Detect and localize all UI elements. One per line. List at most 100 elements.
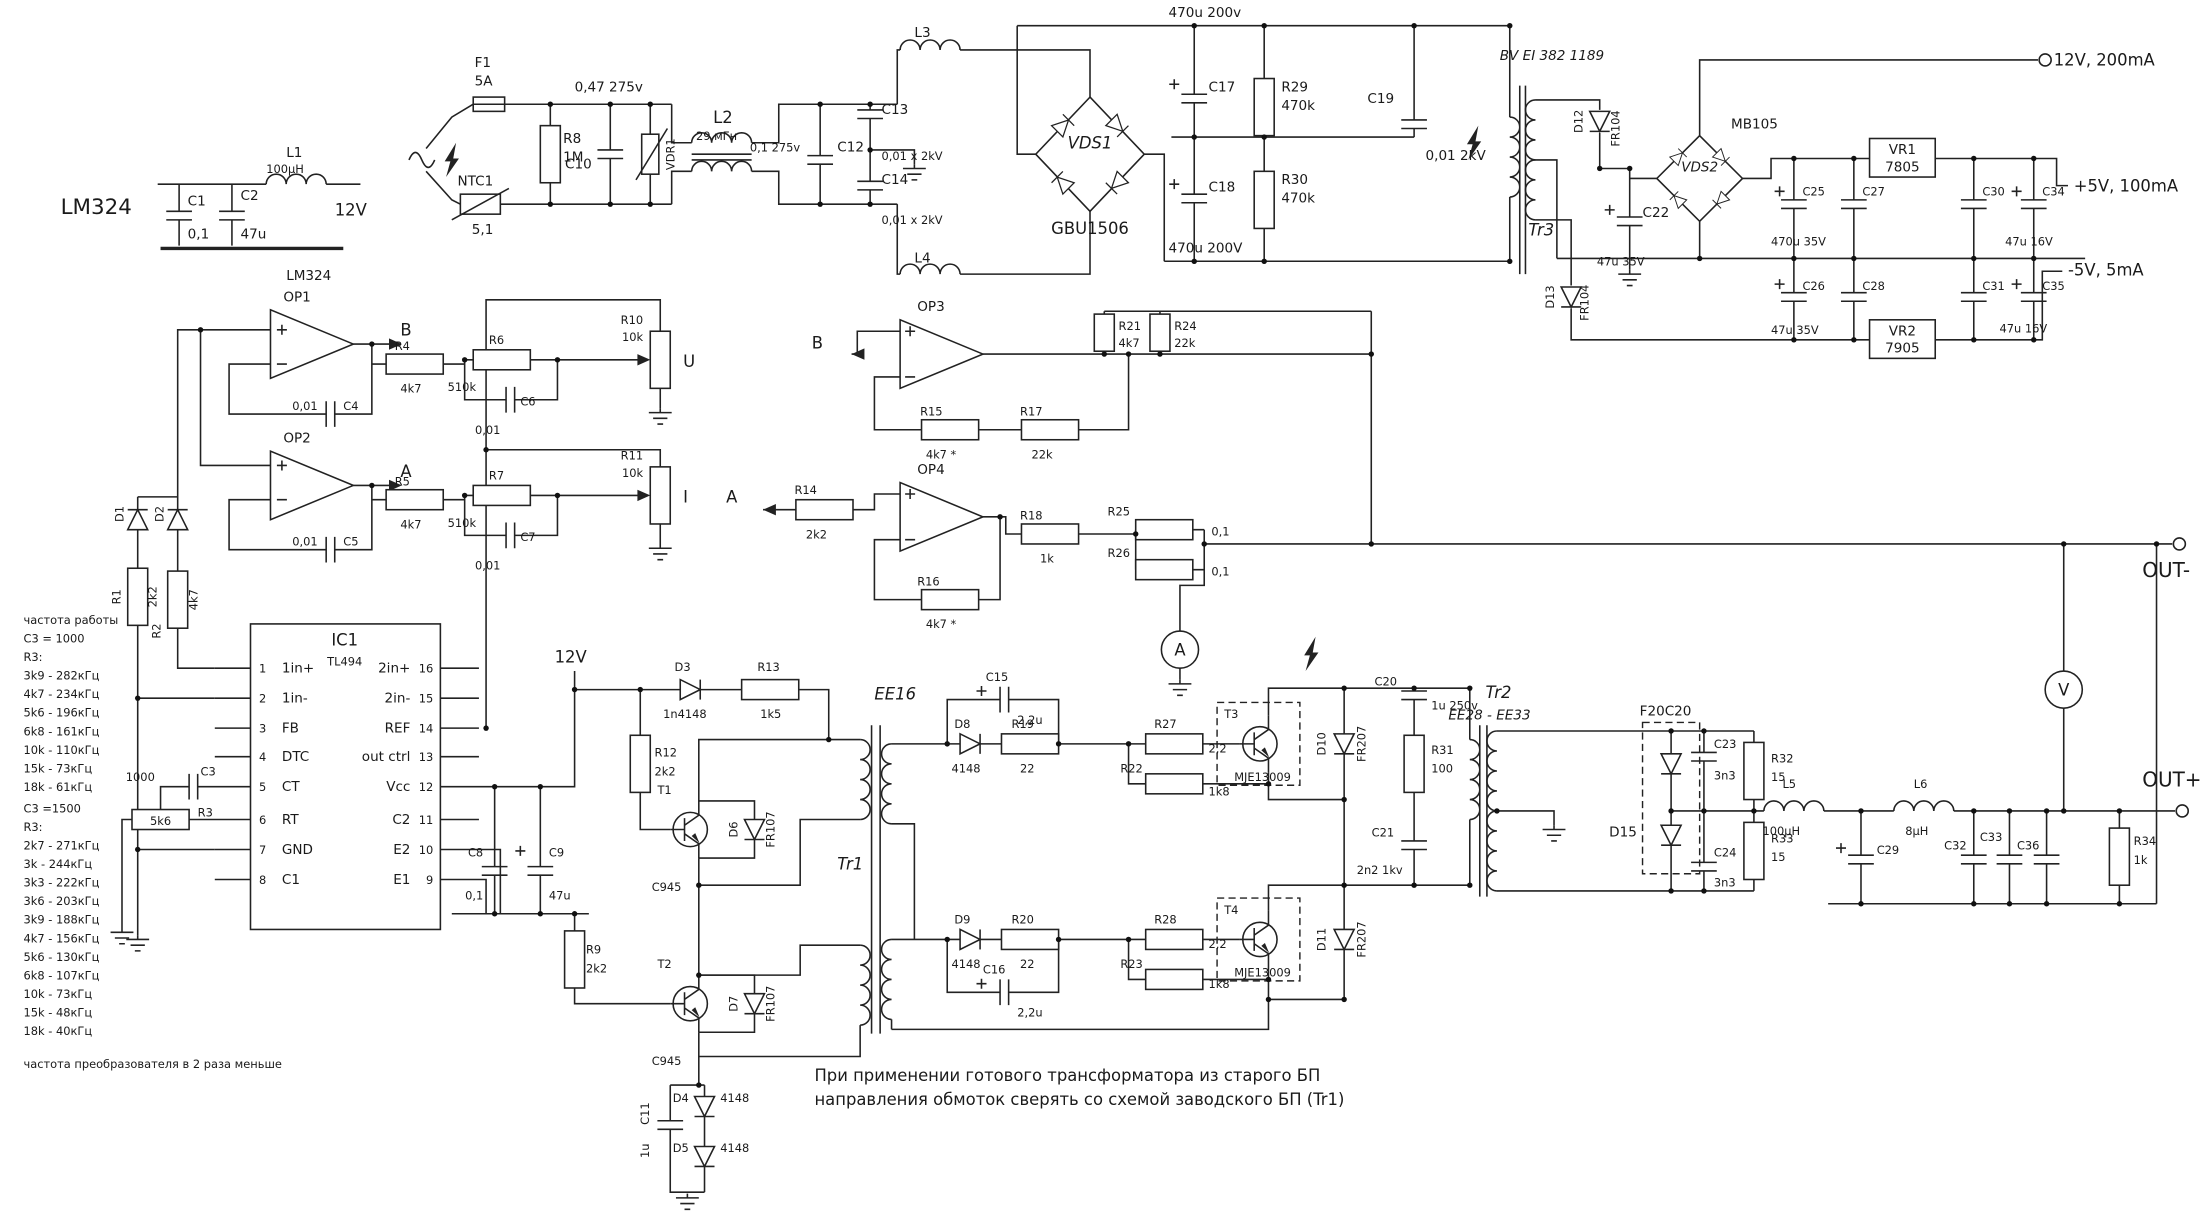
label-B-in: B xyxy=(812,333,823,352)
label-C18: C18 xyxy=(1209,179,1236,195)
junction-dot xyxy=(1858,901,1864,907)
value-C2: 47u xyxy=(241,226,267,242)
label-C21: C21 xyxy=(1372,826,1394,840)
junction-dot xyxy=(134,695,141,701)
label-R8: R8 xyxy=(563,131,581,147)
label-C32: C32 xyxy=(1944,839,1966,853)
varistor-VDR1 xyxy=(640,133,660,175)
value-D13: FR104 xyxy=(1577,285,1591,321)
value-C22: 47u 35V xyxy=(1597,255,1645,269)
value-C4: 0,01 xyxy=(292,399,317,413)
resistor-R6 xyxy=(472,349,532,371)
value-C1: 0,1 xyxy=(188,226,210,242)
freq-line: 10k - 110кГц xyxy=(23,743,99,757)
resistor-R20 xyxy=(1000,928,1060,951)
junction-dot xyxy=(1265,996,1272,1003)
pin-number: 11 xyxy=(419,813,434,827)
junction-dot xyxy=(197,327,204,333)
resistor-R2 xyxy=(166,570,189,629)
value-F1: 5A xyxy=(475,74,494,90)
value-T1: C945 xyxy=(652,880,682,894)
pin-number: 12 xyxy=(419,780,434,794)
label-C12: C12 xyxy=(837,139,864,155)
junction-dot xyxy=(537,911,544,917)
label-A-out: A xyxy=(400,462,412,481)
freq-line: 18k - 40кГц xyxy=(23,1024,92,1038)
value-T2: C945 xyxy=(652,1054,682,1068)
label-R7: R7 xyxy=(489,469,504,483)
value-R3: 5k6 xyxy=(150,814,171,828)
freq-c3b: C3 =1500 xyxy=(23,801,80,815)
resistor-R17 xyxy=(1020,418,1080,441)
label-D1: D1 xyxy=(112,506,126,522)
junction-dot xyxy=(134,846,141,853)
resistor-R7 xyxy=(472,484,532,507)
value-R4: 4k7 xyxy=(400,382,421,396)
wires-lm324-filter xyxy=(157,183,361,246)
value-VR1: 7805 xyxy=(1885,159,1919,175)
junction-dot xyxy=(2031,155,2037,162)
wires-ic1 xyxy=(121,667,576,929)
label-C34: C34 xyxy=(2042,185,2064,199)
value-R15: 4k7 * xyxy=(926,447,957,461)
junction-dot xyxy=(826,736,832,743)
resistor-R5 xyxy=(385,488,445,511)
wires-converter xyxy=(698,687,1470,1058)
junction-dot xyxy=(2116,901,2123,907)
pin-name: 2in+ xyxy=(378,660,410,676)
label-C35: C35 xyxy=(2042,279,2064,293)
label-Tr3: Tr3 xyxy=(1528,221,1554,240)
junction-dot xyxy=(1411,882,1417,888)
junction-dot xyxy=(1341,996,1347,1003)
pin-name: out ctrl xyxy=(362,749,411,765)
junction-dot xyxy=(1851,155,1857,162)
junction-dot xyxy=(1971,155,1977,162)
value-C5: 0,01 xyxy=(292,534,317,548)
value-R22: 1k8 xyxy=(1209,784,1230,798)
outline-F20C20 xyxy=(1641,721,1701,875)
label-lm324-amp: LM324 xyxy=(286,268,331,284)
value-C10: 0,47 275v xyxy=(575,79,643,95)
junction-dot xyxy=(1191,22,1197,29)
label-R30: R30 xyxy=(1281,172,1308,188)
pin-number: 5 xyxy=(259,780,266,794)
value-T3: MJE13009 xyxy=(1234,770,1291,784)
label-C13: C13 xyxy=(882,102,909,118)
junction-dot xyxy=(1971,337,1977,343)
junction-dot xyxy=(1701,808,1707,814)
junction-dot xyxy=(647,101,653,107)
potentiometer-R11 xyxy=(649,466,672,525)
junction-dot xyxy=(483,725,489,731)
junction-dot xyxy=(1191,134,1197,140)
section-converter: EE16 Tr1 D8 4148 R19 22 C15 2,2u R27 2,2… xyxy=(698,636,1470,1109)
value-R31: 100 xyxy=(1431,761,1453,775)
value-T4: MJE13009 xyxy=(1234,966,1291,980)
junction-dot xyxy=(1791,337,1797,343)
value-Tr3: BV EI 382 1189 xyxy=(1500,48,1604,64)
label-R15: R15 xyxy=(920,404,942,418)
label-T4: T4 xyxy=(1223,903,1238,917)
regulator-VR1 xyxy=(1868,137,1937,178)
junction-dot xyxy=(1125,936,1132,943)
label-C2: C2 xyxy=(241,188,259,204)
value-R8: 1M xyxy=(563,149,583,165)
freq-line: 4k7 - 156кГц xyxy=(23,931,99,945)
junction-dot xyxy=(1751,808,1757,814)
pin-name: C2 xyxy=(392,812,410,828)
junction-dot xyxy=(607,101,613,107)
label-EE16: EE16 xyxy=(874,685,916,704)
value-R20: 22 xyxy=(1020,957,1035,971)
junction-dot xyxy=(867,147,873,153)
pin-number: 7 xyxy=(259,843,266,857)
junction-dot xyxy=(1668,888,1674,894)
freq-r3b: R3: xyxy=(23,820,42,834)
label-C30: C30 xyxy=(1982,185,2004,199)
label-F1: F1 xyxy=(475,55,491,71)
label-L1: L1 xyxy=(286,145,302,161)
junction-dot xyxy=(1596,165,1603,172)
transformer-Tr1-core xyxy=(870,725,881,1034)
value-R32: 15 xyxy=(1771,770,1786,784)
label-C36: C36 xyxy=(2017,839,2039,853)
resistor-R12 xyxy=(629,734,652,794)
